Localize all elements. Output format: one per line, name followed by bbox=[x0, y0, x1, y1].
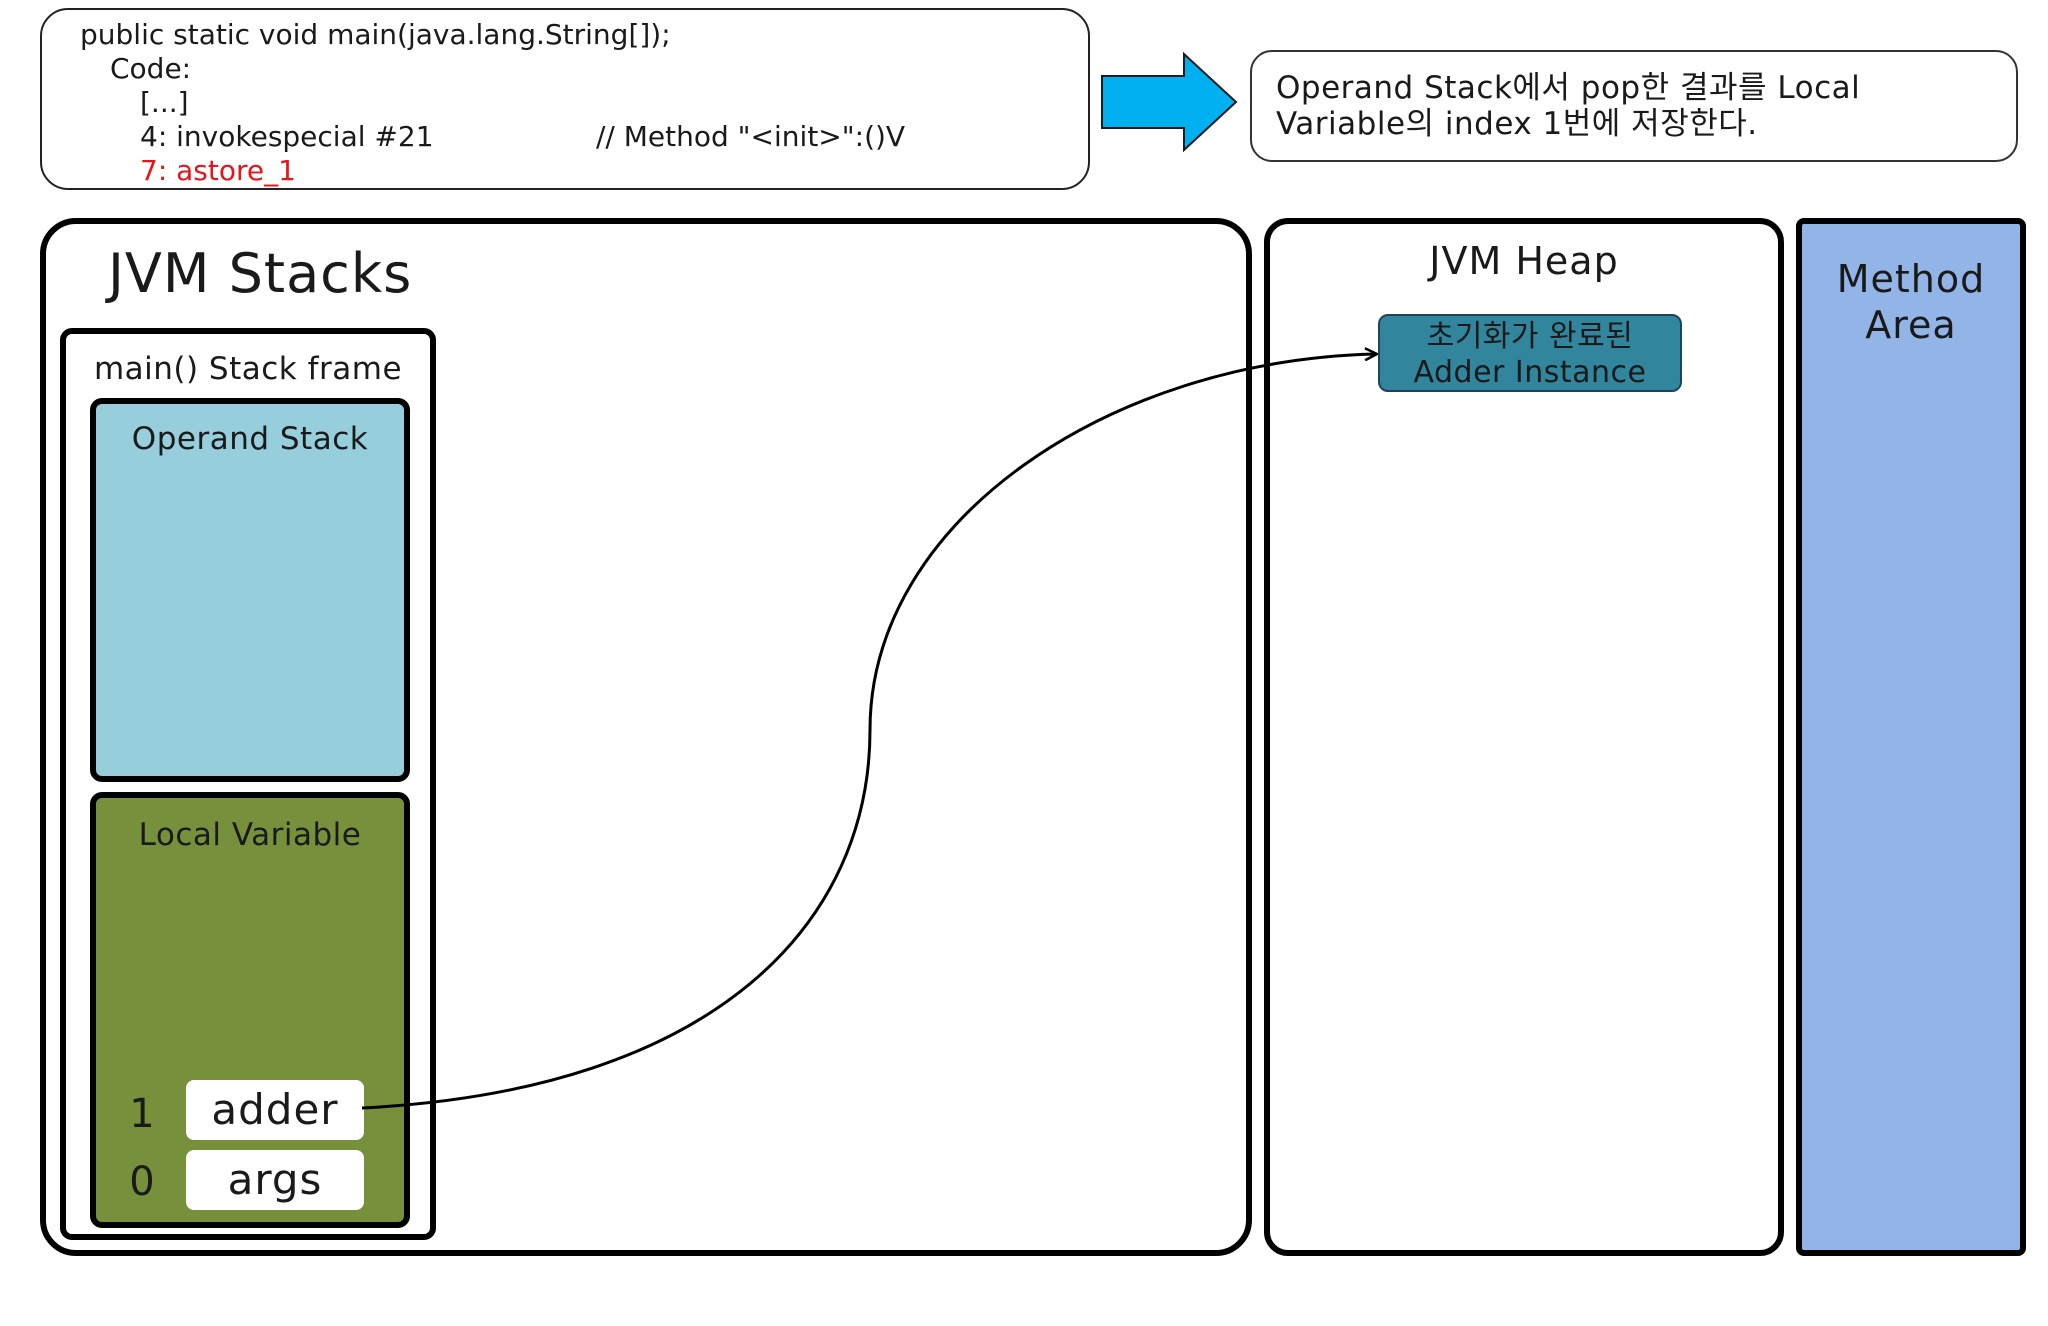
local-variable-table: Local Variable 1 adder 0 args bbox=[90, 792, 410, 1228]
adder-instance-object: 초기화가 완료된 Adder Instance bbox=[1378, 314, 1682, 392]
code-line-invokespecial: 4: invokespecial #21 bbox=[140, 120, 434, 153]
explanation-text: Operand Stack에서 pop한 결과를 Local Variable의… bbox=[1276, 70, 1996, 142]
explanation-box: Operand Stack에서 pop한 결과를 Local Variable의… bbox=[1250, 50, 2018, 162]
code-line-ellipsis: [...] bbox=[140, 86, 189, 119]
bytecode-box: public static void main(java.lang.String… bbox=[40, 8, 1090, 190]
operand-stack: Operand Stack bbox=[90, 398, 410, 782]
method-area-line-1: Method bbox=[1836, 257, 1986, 301]
method-area-line-2: Area bbox=[1865, 303, 1957, 347]
slot-args: args bbox=[186, 1150, 364, 1210]
explanation-line-1: Operand Stack에서 pop한 결과를 Local bbox=[1276, 70, 1861, 106]
method-area-panel: Method Area bbox=[1796, 218, 2026, 1256]
explanation-line-2: Variable의 index 1번에 저장한다. bbox=[1276, 106, 1758, 142]
operand-stack-title: Operand Stack bbox=[131, 421, 369, 457]
code-line-astore: 7: astore_1 bbox=[140, 154, 296, 187]
code-line-comment: // Method "<init>":()V bbox=[596, 120, 906, 153]
slot-index-1: 1 bbox=[129, 1091, 155, 1137]
instance-label-line-2: Adder Instance bbox=[1413, 355, 1647, 390]
slot-index-0: 0 bbox=[129, 1159, 155, 1205]
jvm-stacks-title: JVM Stacks bbox=[108, 242, 413, 305]
stack-frame-title: main() Stack frame bbox=[93, 351, 403, 387]
code-line-code-label: Code: bbox=[110, 52, 192, 85]
method-area-title: Method Area bbox=[1802, 256, 2020, 348]
code-line-signature: public static void main(java.lang.String… bbox=[80, 18, 671, 51]
local-variable-title: Local Variable bbox=[138, 817, 362, 853]
right-arrow-icon bbox=[1101, 52, 1238, 152]
jvm-heap-title: JVM Heap bbox=[1429, 239, 1619, 283]
instance-label-line-1: 초기화가 완료된 bbox=[1426, 319, 1634, 354]
slot-adder: adder bbox=[186, 1080, 364, 1140]
